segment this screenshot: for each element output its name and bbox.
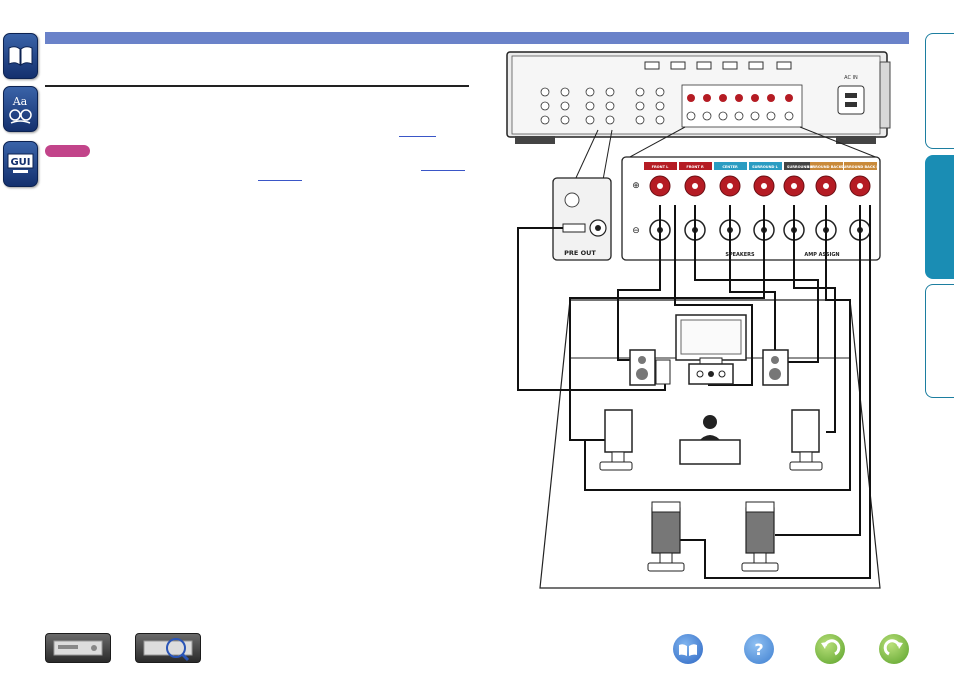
- callout-line-terminals-1: [627, 126, 686, 159]
- preout-zoom: PRE OUT: [552, 177, 612, 261]
- label-surround-r: SURROUND R: [787, 165, 814, 169]
- gui-icon: GUI: [7, 153, 34, 173]
- glossary-sidebar-button[interactable]: Aa: [3, 86, 38, 132]
- subwoofer: [655, 359, 671, 385]
- speaker-cables: [517, 205, 871, 579]
- tv: [675, 314, 747, 365]
- section-rule: [45, 85, 469, 87]
- surround-back-left-speaker: [647, 501, 685, 572]
- contents-button[interactable]: [673, 634, 703, 664]
- back-button[interactable]: [815, 634, 845, 664]
- header-bar: [45, 32, 909, 44]
- page-link-1[interactable]: [399, 136, 436, 137]
- center-speaker: [688, 363, 734, 385]
- surround-right-speaker: [789, 409, 823, 471]
- label-surround-back-r: SURROUND BACK R: [841, 165, 879, 169]
- speaker-terminal-block-small: [681, 84, 803, 128]
- speakers-label: SPEAKERS: [725, 252, 755, 258]
- book-icon: [679, 644, 697, 656]
- small-terminals: [687, 94, 793, 102]
- glossary-icon-label: Aa: [12, 95, 28, 108]
- receiver-rear-panel: AC IN: [506, 51, 891, 144]
- forward-arrow-icon: [883, 639, 903, 656]
- label-front-l: FRONT L: [652, 165, 670, 169]
- callout-line-preout-1: [574, 129, 599, 181]
- back-arrow-icon: [821, 639, 841, 656]
- tab-bottom[interactable]: [925, 284, 954, 398]
- surround-left-speaker: [599, 409, 633, 471]
- preout-label: PRE OUT: [564, 249, 596, 257]
- label-surround-back-l: SURROUND BACK L: [807, 165, 845, 169]
- label-surround-l: SURROUND L: [752, 165, 779, 169]
- ac-inlet: [837, 85, 865, 115]
- rca-jacks: [540, 87, 665, 125]
- page-link-2[interactable]: [421, 170, 465, 171]
- receiver-rear-icon: [143, 638, 193, 662]
- receiver-front-icon: [53, 640, 103, 656]
- tab-top[interactable]: [925, 33, 954, 149]
- help-button-label: ?: [754, 640, 763, 659]
- speaker-connection-diagram: AC IN PRE OUT FRONT L FRONT R CENTER SUR…: [506, 51, 891, 589]
- help-button[interactable]: ?: [744, 634, 774, 664]
- callout-line-preout-2: [602, 129, 613, 181]
- minus-sign: ⊖: [632, 226, 640, 236]
- front-left-speaker: [629, 349, 656, 386]
- front-panel-button[interactable]: [45, 633, 111, 663]
- rear-panel-button[interactable]: [135, 633, 201, 663]
- ac-in-label: AC IN: [844, 75, 858, 81]
- contents-sidebar-button[interactable]: [3, 33, 38, 79]
- aa-glossary-icon: Aa: [9, 95, 32, 124]
- gui-icon-label: GUI: [10, 157, 30, 168]
- callout-line-terminals-2: [799, 126, 879, 159]
- room-outline: [539, 299, 881, 589]
- plus-sign: ⊕: [632, 181, 640, 191]
- note-badge: [45, 145, 90, 157]
- hdmi-ports: [644, 61, 792, 70]
- label-center: CENTER: [722, 165, 738, 169]
- book-icon: [8, 46, 33, 67]
- listener: [679, 415, 741, 465]
- gui-sidebar-button[interactable]: GUI: [3, 141, 38, 187]
- tab-middle[interactable]: [925, 155, 954, 279]
- amp-assign-label: AMP ASSIGN: [804, 252, 839, 258]
- forward-button[interactable]: [879, 634, 909, 664]
- question-icon: ?: [754, 640, 763, 659]
- surround-back-right-speaker: [741, 501, 779, 572]
- label-front-r: FRONT R: [686, 165, 704, 169]
- front-right-speaker: [762, 349, 789, 386]
- page-link-3[interactable]: [258, 180, 302, 181]
- speaker-terminal-zoom: FRONT L FRONT R CENTER SURROUND L SURROU…: [621, 156, 881, 261]
